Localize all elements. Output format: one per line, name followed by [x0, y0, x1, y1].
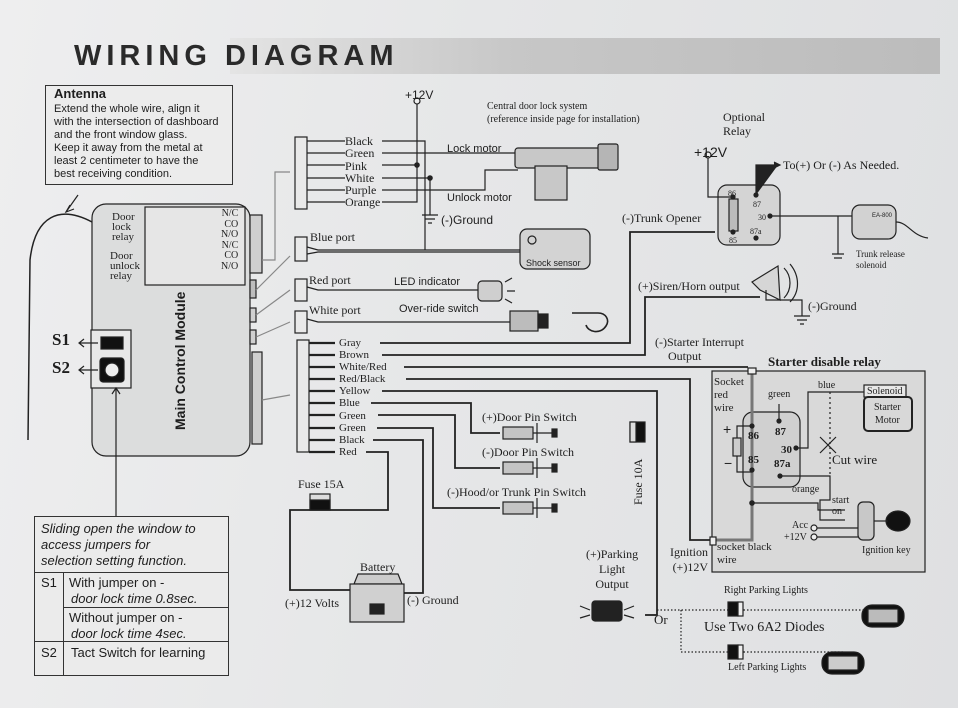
starter-pin-85: 85	[748, 454, 759, 466]
green-wire-label: green	[768, 389, 791, 400]
red-port-label: Red port	[309, 273, 351, 287]
fuse-15a-label: Fuse 15A	[298, 477, 345, 491]
shock-sensor-label: Shock sensor	[526, 258, 581, 268]
opt-pin-85: 85	[729, 236, 737, 245]
negative-ground-label: (-) Ground	[407, 593, 459, 607]
on-label: on	[832, 506, 842, 517]
hood-trunk-pin-label: (-)Hood/or Trunk Pin Switch	[447, 485, 587, 499]
plus-12v-label: +12V	[784, 532, 807, 543]
diodes-label: Use Two 6A2 Diodes	[704, 620, 825, 635]
main-module-label: Main Control Module	[172, 291, 188, 430]
positive-12v-label: (+)12 Volts	[285, 596, 339, 610]
s2-cell: S2	[41, 645, 57, 660]
ignition-12v-label: Ignition(+)12V	[670, 545, 708, 574]
ignition-key-label: Ignition key	[862, 545, 911, 556]
s1-label: S1	[52, 330, 70, 349]
s1-with-jumper: With jumper on -	[69, 575, 165, 590]
minus-sign: −	[724, 455, 733, 471]
central-lock-title: Central door lock system	[487, 101, 588, 112]
solenoid-model: EA-800	[872, 213, 893, 219]
white-port-label: White port	[309, 303, 361, 317]
antenna-line: with the intersection of dashboard	[54, 116, 219, 128]
lock-motor-label: Lock motor	[447, 143, 502, 155]
solenoid-label: Solenoid	[867, 386, 903, 397]
opt-pin-86: 86	[728, 189, 736, 198]
antenna-heading: Antenna	[54, 86, 106, 101]
starter-pin-30: 30	[781, 444, 792, 456]
optional-relay-supply: +12V	[694, 144, 728, 160]
cut-wire-label: Cut wire	[832, 452, 878, 467]
opt-pin-30: 30	[758, 213, 766, 222]
starter-relay-title: Starter disable relay	[768, 354, 881, 369]
s1-without-jumper: Without jumper on -	[69, 610, 183, 625]
antenna-line: Extend the whole wire, align it	[54, 103, 200, 115]
neg-door-pin-label: (-)Door Pin Switch	[482, 445, 574, 459]
antenna-line: Keep it away from the metal at	[54, 142, 203, 154]
blue-port-label: Blue port	[310, 230, 355, 244]
diagram-title: WIRING DIAGRAM	[74, 40, 399, 72]
s2-label: S2	[52, 358, 70, 377]
s1-cell: S1	[41, 575, 57, 590]
antenna-wire	[27, 213, 93, 441]
plus-sign: +	[723, 421, 732, 437]
pos-door-pin-label: (+)Door Pin Switch	[482, 410, 577, 424]
right-parking-label: Right Parking Lights	[724, 585, 808, 596]
door-lock-ground-label: (-)Ground	[441, 213, 494, 227]
battery-label: Battery	[360, 560, 396, 574]
led-indicator-label: LED indicator	[394, 276, 461, 288]
starter-pin-86: 86	[748, 430, 759, 442]
s1-with-value: door lock time 0.8sec.	[71, 591, 198, 606]
antenna-line: and the front window glass.	[54, 129, 188, 141]
orange-wire-label: orange	[792, 484, 820, 495]
left-parking-label: Left Parking Lights	[728, 662, 807, 673]
trunk-opener-label: (-)Trunk Opener	[622, 211, 702, 225]
fuse-10a-label: Fuse 10A	[631, 458, 645, 505]
opt-pin-87a: 87a	[750, 227, 762, 236]
antenna-note-box	[45, 85, 233, 185]
siren-ground-label: (-)Ground	[808, 299, 857, 313]
starter-pin-87: 87	[775, 426, 786, 438]
unlock-motor-label: Unlock motor	[447, 192, 512, 204]
opt-pin-87: 87	[753, 200, 761, 209]
override-switch-label: Over-ride switch	[399, 303, 479, 315]
central-lock-note: (reference inside page for installation)	[487, 114, 640, 125]
to-as-needed-label: To(+) Or (-) As Needed.	[783, 158, 900, 172]
door-lock-supply-label: +12V	[405, 88, 434, 102]
or-label: Or	[654, 612, 668, 627]
title-band	[230, 38, 940, 74]
blue-wire-label: blue	[818, 380, 836, 391]
s1-without-value: door lock time 4sec.	[71, 626, 187, 641]
start-label: start	[832, 495, 850, 506]
antenna-line: least 2 centimeter to have the	[54, 155, 199, 167]
siren-output-label: (+)Siren/Horn output	[638, 279, 740, 293]
starter-pin-87a: 87a	[774, 458, 791, 470]
s2-description: Tact Switch for learning	[71, 645, 206, 660]
antenna-line: best receiving condition.	[54, 168, 173, 180]
acc-label: Acc	[792, 520, 809, 531]
